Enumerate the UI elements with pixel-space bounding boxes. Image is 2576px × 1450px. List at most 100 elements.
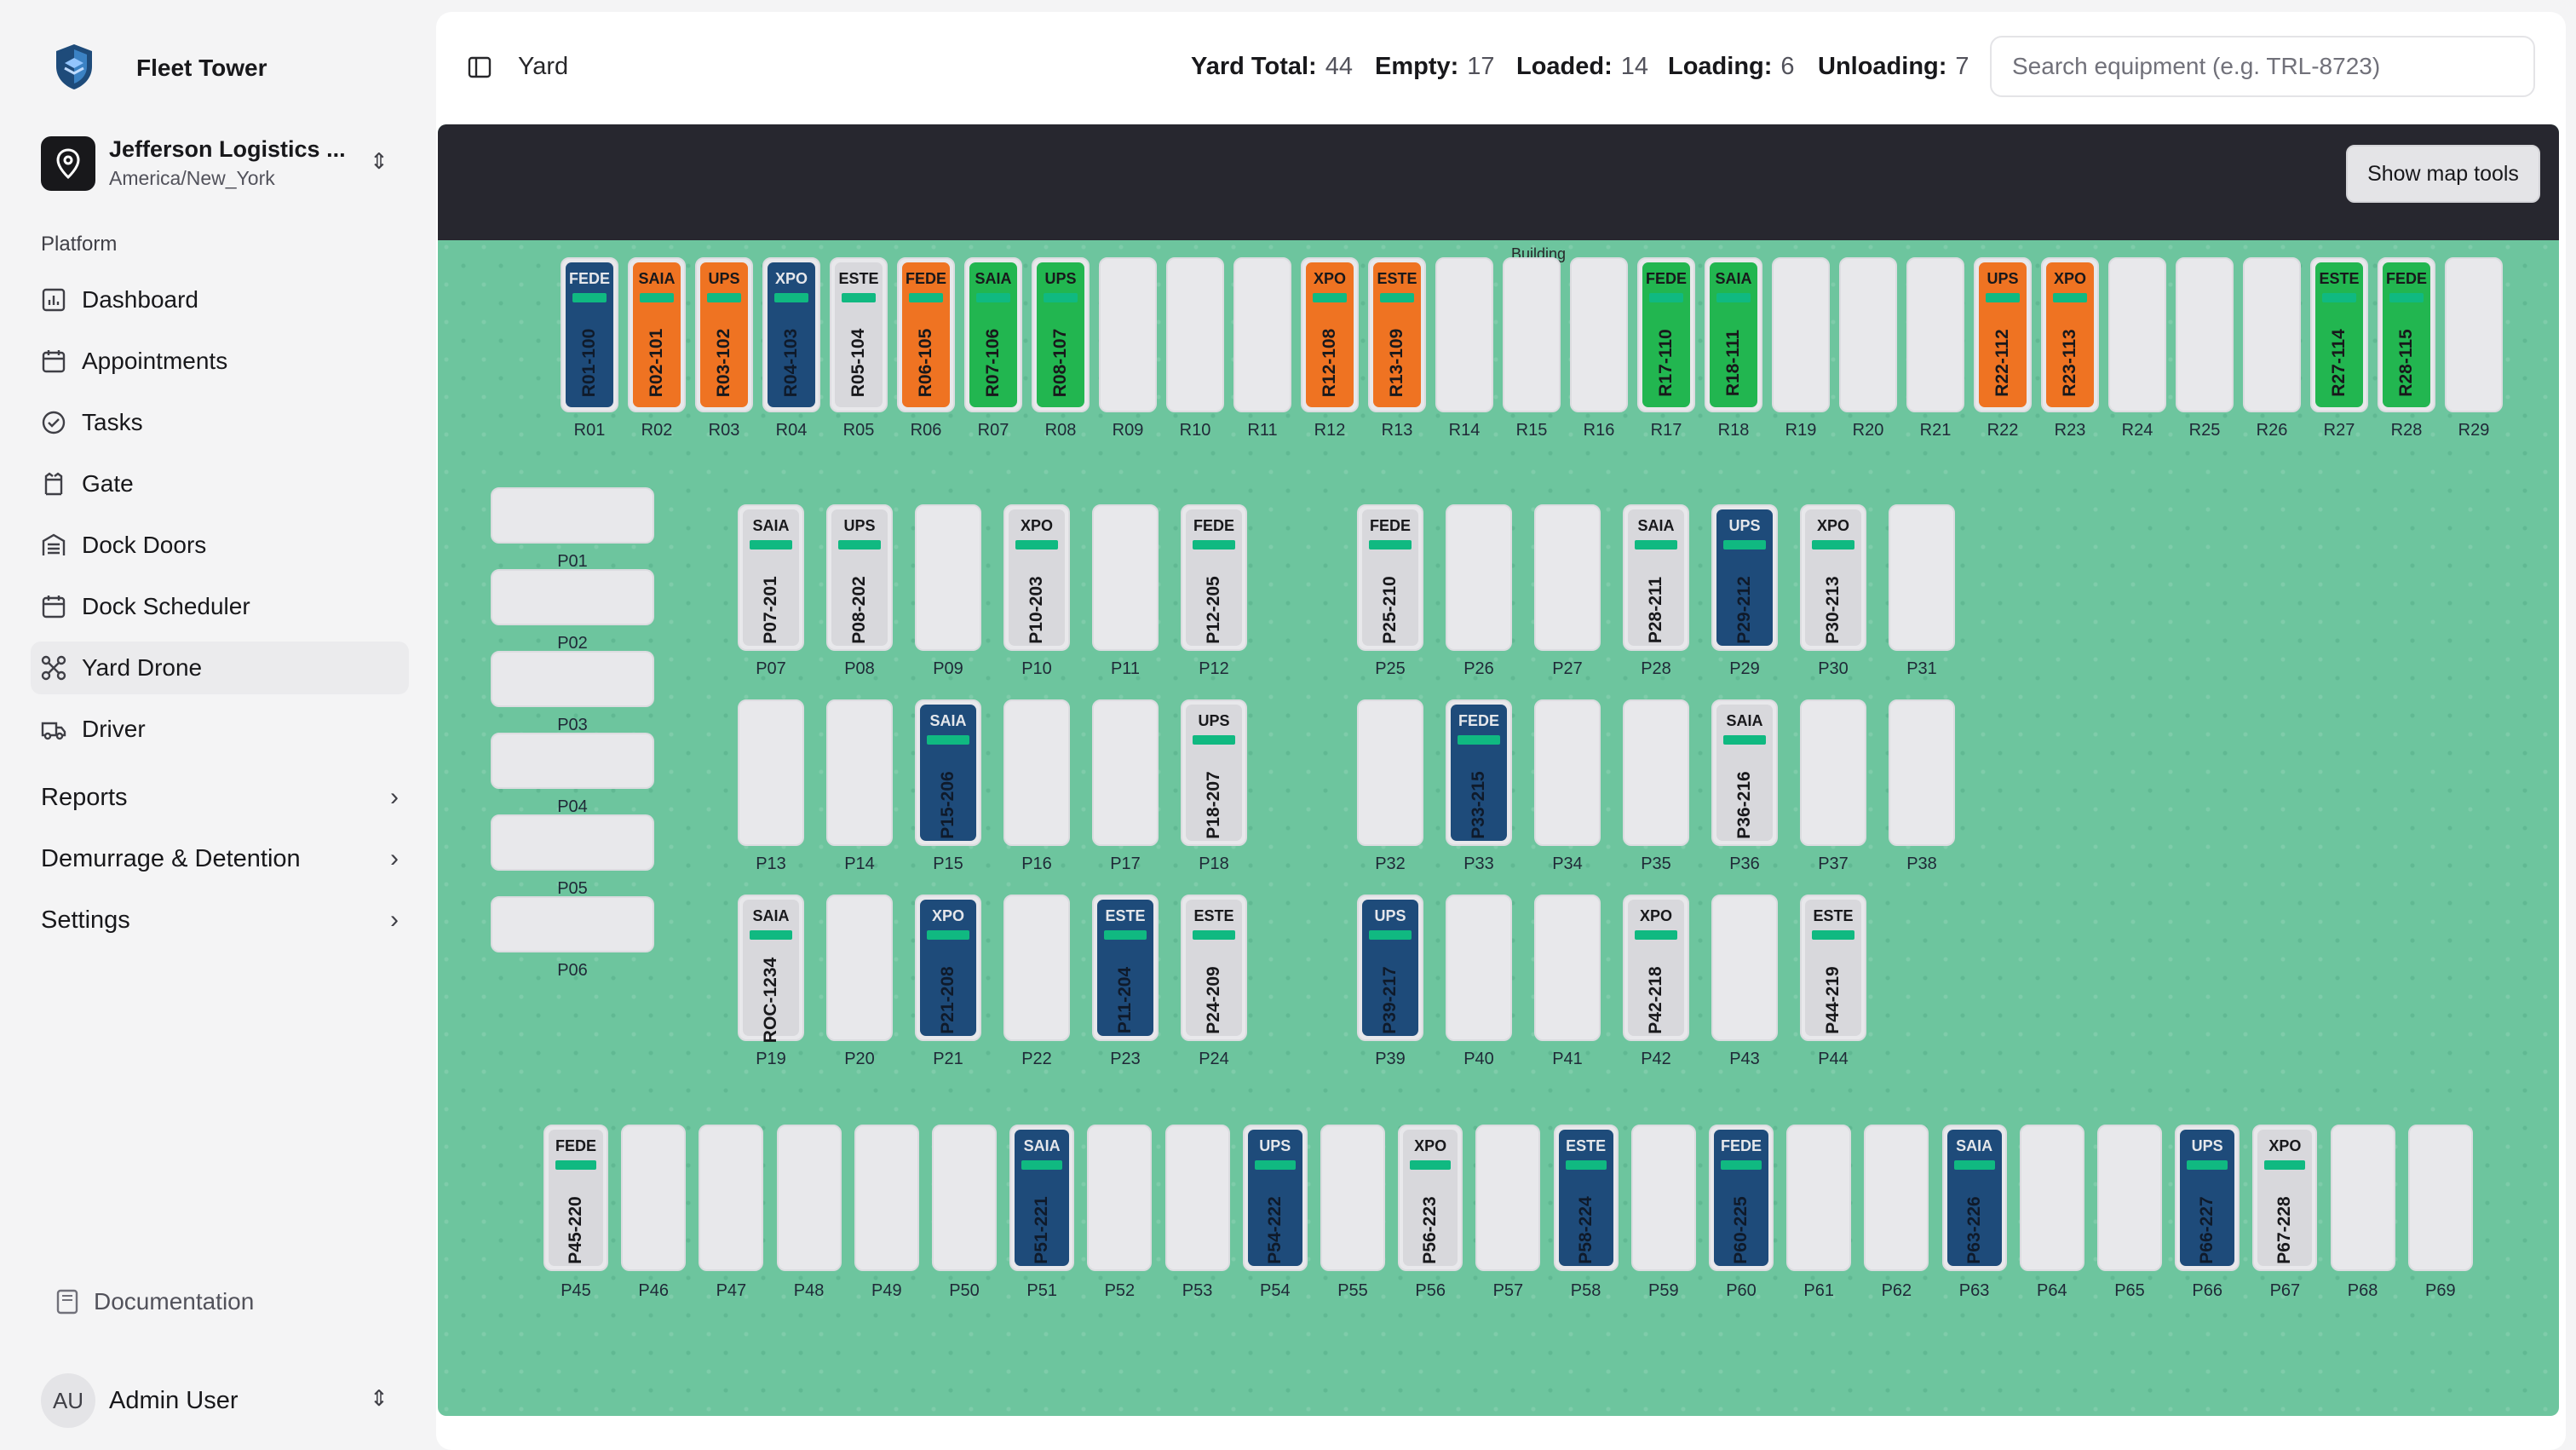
parking-slot-r16[interactable]: R16: [1570, 257, 1628, 446]
slot-space[interactable]: [2097, 1125, 2162, 1271]
parking-slot-p55[interactable]: P55: [1320, 1125, 1385, 1305]
slot-space[interactable]: [854, 1125, 919, 1271]
brand[interactable]: Fleet Tower: [53, 43, 267, 90]
slot-space[interactable]: [1164, 1125, 1230, 1271]
parking-slot-p37[interactable]: P37: [1800, 699, 1866, 880]
nav-item-driver[interactable]: Driver: [31, 703, 409, 756]
slot-space[interactable]: [2108, 257, 2166, 412]
slot-space[interactable]: [932, 1125, 997, 1271]
parking-slot-p26[interactable]: P26: [1446, 504, 1512, 685]
slot-space[interactable]: [491, 487, 654, 544]
slot-space[interactable]: [1099, 257, 1157, 412]
slot-space[interactable]: [2445, 257, 2503, 412]
slot-space[interactable]: [1446, 895, 1512, 1041]
slot-space[interactable]: [1475, 1125, 1541, 1271]
documentation-link[interactable]: Documentation: [56, 1288, 254, 1315]
slot-space[interactable]: [621, 1125, 687, 1271]
parking-slot-p65[interactable]: P65: [2097, 1125, 2162, 1305]
slot-space[interactable]: [1786, 1125, 1852, 1271]
slot-space[interactable]: [491, 733, 654, 789]
slot-space[interactable]: [826, 895, 893, 1041]
parking-slot-p61[interactable]: P61: [1786, 1125, 1852, 1305]
parking-slot-p38[interactable]: P38: [1889, 699, 1955, 880]
parking-slot-p34[interactable]: P34: [1534, 699, 1601, 880]
slot-space[interactable]: [1534, 699, 1601, 846]
parking-slot-r20[interactable]: R20: [1839, 257, 1897, 446]
parking-slot-p46[interactable]: P46: [621, 1125, 687, 1305]
slot-space[interactable]: [1534, 504, 1601, 651]
parking-slot-r10[interactable]: R10: [1166, 257, 1224, 446]
parking-slot-p50[interactable]: P50: [932, 1125, 997, 1305]
slot-space[interactable]: [1087, 1125, 1153, 1271]
nav-item-dock-scheduler[interactable]: Dock Scheduler: [31, 580, 409, 633]
slot-space[interactable]: [491, 651, 654, 707]
slot-space[interactable]: [491, 569, 654, 625]
slot-space[interactable]: [738, 699, 804, 846]
parking-slot-p31[interactable]: P31: [1889, 504, 1955, 685]
parking-slot-r15[interactable]: R15: [1503, 257, 1561, 446]
slot-space[interactable]: [1357, 699, 1423, 846]
parking-slot-r11[interactable]: R11: [1233, 257, 1291, 446]
slot-space[interactable]: [1889, 504, 1955, 651]
parking-slot-p06[interactable]: P06: [491, 896, 654, 981]
nav-item-tasks[interactable]: Tasks: [31, 396, 409, 449]
parking-slot-p62[interactable]: P62: [1864, 1125, 1929, 1305]
parking-slot-p68[interactable]: P68: [2330, 1125, 2395, 1305]
slot-space[interactable]: [1320, 1125, 1385, 1271]
